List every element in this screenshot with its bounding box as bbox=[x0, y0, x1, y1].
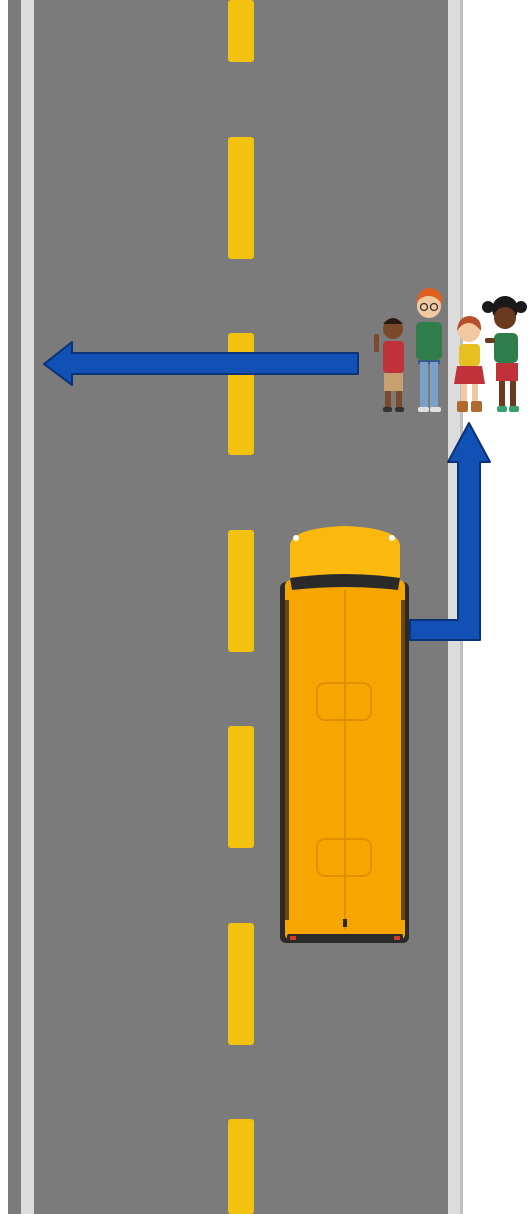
school-bus-top-view-icon bbox=[280, 526, 409, 943]
left-edge-line bbox=[21, 0, 34, 1214]
center-dash bbox=[228, 923, 254, 1045]
center-dash bbox=[228, 0, 254, 62]
center-dash bbox=[228, 137, 254, 259]
center-dash bbox=[228, 1119, 254, 1214]
center-dash bbox=[228, 726, 254, 848]
center-dashed-line bbox=[228, 0, 254, 1214]
center-dash bbox=[228, 530, 254, 652]
center-dash bbox=[228, 333, 254, 455]
